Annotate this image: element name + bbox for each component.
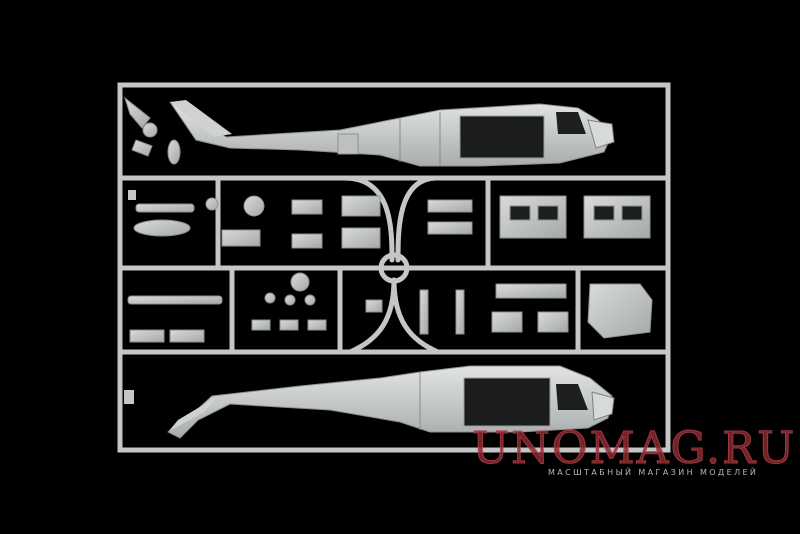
small-parts-row-3 — [127, 272, 653, 343]
lower-fuselage-half — [167, 365, 615, 439]
small-parts-top-left — [124, 96, 181, 165]
sprue-tabs — [124, 190, 136, 404]
upper-fuselage-half — [169, 100, 615, 167]
watermark-subtitle: МАСШТАБНЫЙ МАГАЗИН МОДЕЛЕЙ — [548, 468, 759, 477]
sprue-frame — [117, 82, 671, 453]
small-parts-row-2 — [133, 195, 651, 249]
watermark-title: UNOMAG.RU — [472, 423, 797, 475]
